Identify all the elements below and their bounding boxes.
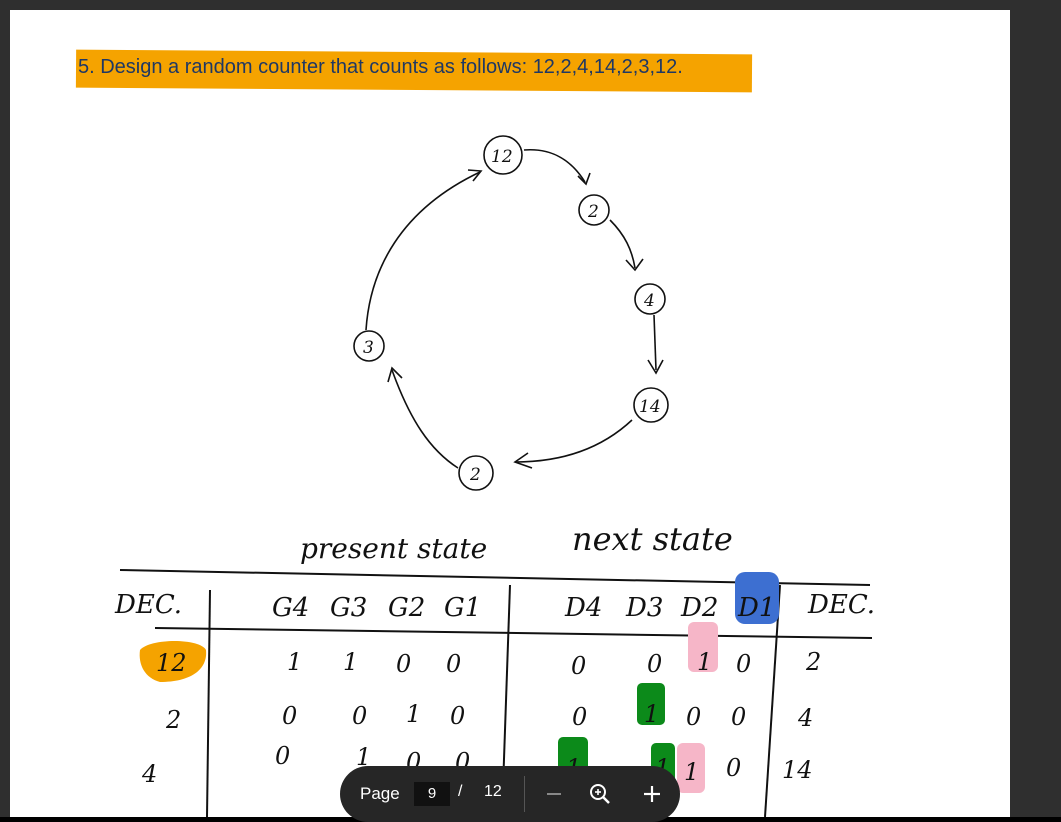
next-state-label: next state [572, 520, 733, 558]
row1-dec-next: 2 [805, 648, 821, 676]
row2-d4: 0 [572, 703, 587, 731]
row2-g2: 1 [406, 700, 421, 728]
handwritten-notes: 12 2 4 14 2 3 present state next state D… [114, 135, 875, 817]
plus-icon [644, 786, 660, 802]
row1-dec: 12 [156, 649, 187, 677]
state-labels: 12 2 4 14 2 3 [363, 147, 661, 485]
row3-dec-next: 14 [782, 756, 813, 784]
state-label-12: 12 [491, 147, 513, 167]
zoom-fit-button[interactable] [586, 780, 614, 808]
table-row-2: 2 0 0 1 0 0 1 0 0 4 [165, 700, 813, 734]
header-dec-right: DEC. [807, 590, 875, 620]
state-node-12 [483, 135, 523, 175]
header-d4: D4 [564, 593, 602, 623]
state-label-2b: 2 [469, 465, 481, 485]
present-state-label: present state [300, 532, 487, 565]
arrowhead-2-4 [625, 258, 644, 272]
state-diagram [353, 135, 669, 491]
row1-g3: 1 [343, 648, 358, 676]
header-dec-left: DEC. [114, 590, 182, 620]
arrow-2-4 [609, 219, 636, 269]
row2-dec-next: 4 [797, 704, 813, 732]
row3-d2: 1 [684, 758, 699, 786]
state-label-2a: 2 [587, 202, 599, 222]
state-node-4 [634, 283, 666, 315]
page-separator: / [458, 783, 463, 800]
row2-g4: 0 [282, 702, 297, 730]
state-node-14 [633, 387, 669, 423]
arrowhead-2-3 [387, 366, 403, 383]
header-g3: G3 [330, 593, 367, 623]
row1-g4: 1 [287, 648, 302, 676]
table-headers: DEC. G4 G3 G2 G1 D4 D3 D2 D1 DEC. [114, 590, 875, 623]
row2-d2: 0 [686, 703, 701, 731]
header-d1: D1 [737, 593, 775, 623]
row2-g3: 0 [352, 702, 367, 730]
toolbar-divider [524, 776, 525, 812]
header-g4: G4 [272, 593, 309, 623]
row2-d3-highlight [637, 683, 665, 725]
state-label-3: 3 [363, 338, 374, 358]
page-toolbar: Page 9 / 12 [340, 766, 680, 822]
row1-g1: 0 [446, 650, 461, 678]
state-node-3 [353, 330, 385, 362]
total-pages: 12 [484, 783, 502, 800]
row3-d2-highlight [677, 743, 705, 793]
header-g2: G2 [388, 593, 425, 623]
row2-dec: 2 [165, 706, 181, 734]
state-label-14: 14 [639, 397, 661, 417]
state-label-4: 4 [643, 291, 655, 311]
row2-d3: 1 [644, 700, 659, 728]
row1-d3: 0 [647, 650, 662, 678]
page-number-input[interactable]: 9 [414, 782, 450, 806]
state-node-2b [458, 455, 494, 491]
row1-d2: 1 [697, 648, 712, 676]
zoom-out-button[interactable] [540, 780, 568, 808]
arrowhead-4-14 [647, 359, 664, 375]
row3-d1: 0 [726, 754, 741, 782]
document-page: 5. Design a random counter that counts a… [10, 10, 1010, 817]
viewer-scroll-area[interactable] [1010, 10, 1061, 817]
viewer-top-bar [0, 0, 1061, 10]
arrow-14-2 [514, 419, 633, 463]
table-row-1: 12 1 1 0 0 0 0 1 0 2 [156, 648, 821, 680]
page-label: Page [360, 784, 400, 803]
header-d3: D3 [625, 593, 663, 623]
header-g1: G1 [444, 593, 481, 623]
arrowhead-14-2 [513, 452, 533, 469]
row2-d1: 0 [731, 703, 746, 731]
minus-icon [547, 793, 561, 795]
row1-d2-highlight [688, 622, 718, 672]
arrow-4-14 [653, 314, 657, 371]
state-node-2a [578, 194, 610, 226]
zoom-in-button[interactable] [638, 780, 666, 808]
arrowhead-3-12 [467, 169, 483, 182]
row3-dec: 4 [141, 760, 157, 788]
row1-d4: 0 [571, 652, 586, 680]
arrow-2-3 [391, 369, 459, 469]
arrow-12-2 [523, 148, 586, 183]
d1-highlight [735, 572, 779, 624]
row2-g1: 0 [450, 702, 465, 730]
question-text: 5. Design a random counter that counts a… [78, 56, 683, 78]
dec-12-highlight [139, 641, 207, 682]
arrow-3-12 [365, 171, 481, 331]
row1-g2: 0 [396, 650, 411, 678]
row3-g3: 1 [356, 743, 371, 771]
row1-d1: 0 [736, 650, 751, 678]
viewer-left-bar [0, 10, 10, 817]
arrowhead-12-2 [577, 172, 591, 186]
row3-g4: 0 [275, 742, 290, 770]
zoom-icon [590, 784, 610, 804]
header-d2: D2 [680, 593, 718, 623]
